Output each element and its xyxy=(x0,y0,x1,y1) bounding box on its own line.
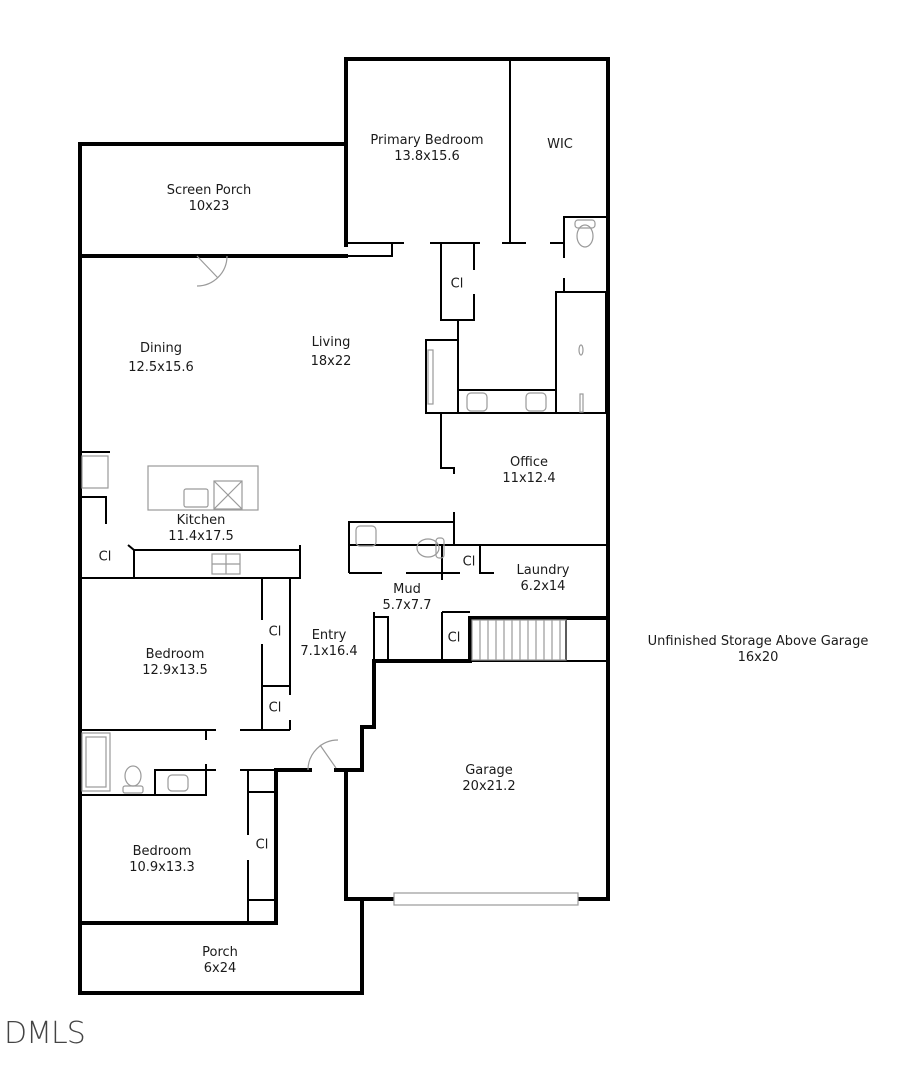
room-kitchen: Kitchen 11.4x17.5 xyxy=(168,513,234,545)
room-name: Unfinished Storage Above Garage xyxy=(647,634,869,649)
stairs xyxy=(471,619,567,661)
closet-label: Cl xyxy=(447,630,461,646)
room-garage: Garage 20x21.2 xyxy=(462,763,515,795)
dishwasher-icon xyxy=(213,480,243,510)
door-swing xyxy=(196,255,228,287)
room-dining: Dining 12.5x15.6 xyxy=(128,341,194,376)
room-name: Dining xyxy=(140,341,182,356)
room-bedroom-3: Bedroom 10.9x13.3 xyxy=(129,844,195,876)
room-name: WIC xyxy=(547,137,573,152)
exterior-walls xyxy=(78,57,610,995)
room-dimensions: 20x21.2 xyxy=(462,779,516,794)
watermark-logo: DMLS xyxy=(4,1016,86,1051)
room-dimensions: 11x12.4 xyxy=(502,471,556,486)
room-name: Mud xyxy=(393,582,421,597)
room-dimensions: 13.8x15.6 xyxy=(394,149,460,164)
room-dimensions: 5.7x7.7 xyxy=(382,598,432,613)
room-bedroom-2: Bedroom 12.9x13.5 xyxy=(142,647,208,679)
room-screen-porch: Screen Porch 10x23 xyxy=(167,183,252,215)
room-primary-bedroom: Primary Bedroom 13.8x15.6 xyxy=(370,133,483,165)
room-dimensions: 10x23 xyxy=(188,199,230,214)
room-dimensions: 12.9x13.5 xyxy=(142,663,208,678)
room-dimensions: 18x22 xyxy=(310,354,352,369)
room-wic: WIC xyxy=(547,137,573,153)
closet-label: Cl xyxy=(255,837,269,853)
closet-label: Cl xyxy=(462,554,476,570)
closet-label: Cl xyxy=(98,549,112,565)
room-name: Bedroom xyxy=(145,647,205,662)
sink-icon xyxy=(525,392,547,412)
room-dimensions: 6x24 xyxy=(203,961,237,976)
sink-icon xyxy=(355,525,377,547)
sink-icon xyxy=(466,392,488,412)
bathtub-icon xyxy=(81,732,111,792)
closet-label: Cl xyxy=(450,276,464,292)
closet-label: Cl xyxy=(268,624,282,640)
room-dimensions: 11.4x17.5 xyxy=(168,529,234,544)
room-dimensions: 7.1x16.4 xyxy=(300,644,358,659)
room-office: Office 11x12.4 xyxy=(502,455,555,487)
room-laundry: Laundry 6.2x14 xyxy=(517,563,570,595)
toilet-icon xyxy=(416,538,440,558)
room-name: Entry xyxy=(311,628,347,643)
room-entry: Entry 7.1x16.4 xyxy=(300,628,357,660)
fixtures xyxy=(81,219,596,906)
sink-icon xyxy=(167,774,189,792)
room-living: Living 18x22 xyxy=(311,335,352,370)
toilet-icon xyxy=(574,219,596,229)
room-name: Garage xyxy=(465,763,513,778)
door-swing xyxy=(307,739,339,771)
room-name: Kitchen xyxy=(176,513,226,528)
room-name: Primary Bedroom xyxy=(370,133,484,148)
room-name: Porch xyxy=(202,945,238,960)
room-name: Screen Porch xyxy=(166,183,252,198)
room-mud: Mud 5.7x7.7 xyxy=(382,582,431,614)
room-name: Bedroom xyxy=(132,844,192,859)
room-name: Office xyxy=(510,455,548,470)
kitchen-island xyxy=(147,465,259,511)
room-storage: Unfinished Storage Above Garage 16x20 xyxy=(648,634,869,666)
toilet-icon xyxy=(124,765,142,787)
room-dimensions: 12.5x15.6 xyxy=(128,360,194,375)
room-dimensions: 10.9x13.3 xyxy=(129,860,195,875)
refrigerator-icon xyxy=(81,455,109,489)
garage-door xyxy=(393,892,579,906)
room-name: Living xyxy=(311,335,351,350)
room-dimensions: 6.2x14 xyxy=(520,579,566,594)
sink-icon xyxy=(183,488,209,508)
closet-label: Cl xyxy=(268,700,282,716)
room-name: Laundry xyxy=(516,563,570,578)
stair-treads xyxy=(479,620,561,660)
room-dimensions: 16x20 xyxy=(737,650,779,665)
room-porch: Porch 6x24 xyxy=(202,945,238,977)
